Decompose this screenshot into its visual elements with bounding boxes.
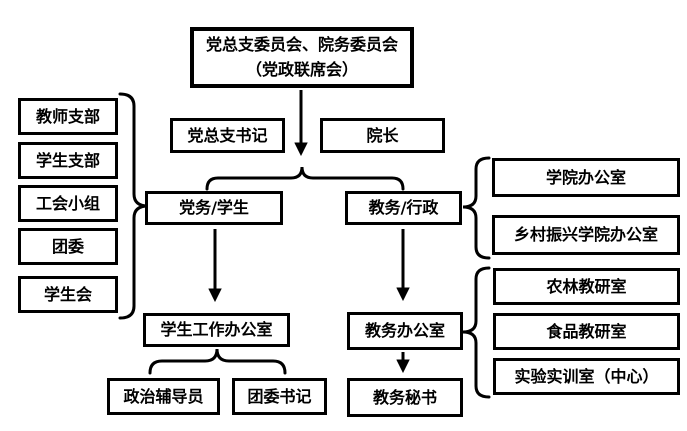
- brace-student-office-split: [148, 348, 287, 375]
- joint-committee-line2: （党政联席会）: [245, 59, 358, 79]
- box-left-group-item-2: 工会小组: [18, 185, 118, 222]
- box-right-bottom-group-item-2: 实验实训室（中心）: [493, 358, 680, 395]
- box-left-group-item-3: 团委: [18, 228, 118, 265]
- brace-right-top-group: [462, 156, 491, 260]
- box-party-secretary: 党总支书记: [170, 118, 285, 153]
- box-right-bottom-group-item-0: 农林教研室: [493, 268, 680, 305]
- box-youth-league-secretary: 团委书记: [232, 378, 327, 415]
- brace-split-top: [205, 166, 405, 191]
- box-dean: 院长: [320, 118, 445, 153]
- brace-left-group: [118, 92, 149, 320]
- box-right-bottom-group-item-1: 食品教研室: [493, 313, 680, 350]
- box-right-top-group-item-1: 乡村振兴学院办公室: [492, 215, 680, 255]
- brace-right-bottom-group: [462, 266, 491, 399]
- box-right-top-group-item-0: 学院办公室: [492, 158, 680, 197]
- box-political-counselor: 政治辅导员: [107, 378, 220, 415]
- box-party-affairs: 党务/学生: [145, 191, 283, 225]
- box-left-group-item-1: 学生支部: [18, 142, 118, 179]
- box-academic-office: 教务办公室: [347, 312, 463, 350]
- box-left-group-item-0: 教师支部: [18, 98, 118, 135]
- box-academic-affairs: 教务/行政: [345, 191, 462, 225]
- joint-committee-line1: 党总支委员会、院务委员会: [205, 34, 398, 54]
- box-joint-committee: 党总支委员会、院务委员会 （党政联席会）: [190, 27, 414, 88]
- box-academic-secretary: 教务秘书: [347, 378, 463, 417]
- box-student-work-office: 学生工作办公室: [143, 313, 290, 347]
- box-left-group-item-4: 学生会: [18, 276, 118, 313]
